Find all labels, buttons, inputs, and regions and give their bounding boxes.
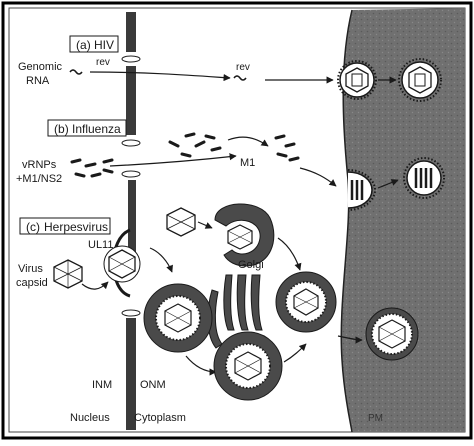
label-onm: ONM — [140, 379, 166, 391]
influenza-assembly-arrow — [227, 136, 269, 147]
panel-herpes-title: Herpesvirus — [44, 220, 108, 234]
hiv-export-arrow — [89, 71, 231, 82]
golgi-stack — [207, 274, 263, 349]
label-virus: Virus — [18, 263, 43, 275]
label-rev-left: rev — [96, 57, 110, 68]
herpes-vesicle-bottom — [213, 331, 283, 401]
golgi-wrapping-capsid — [214, 203, 275, 267]
panel-influenza-title: Influenza — [72, 122, 121, 136]
panel-herpes-letter: (c) — [26, 220, 40, 234]
hiv-budding-particle — [337, 60, 377, 100]
label-genomic: Genomic — [18, 61, 63, 73]
herpes-nuclear-capsid — [103, 245, 141, 283]
label-nucleus: Nucleus — [70, 412, 110, 424]
label-ul11: UL11 — [88, 239, 113, 251]
label-pm: PM — [368, 413, 383, 424]
rna-squiggle-right — [233, 75, 247, 81]
herpes-capsid-arrow — [81, 281, 109, 290]
herpes-nuclear-exit-arrow — [149, 247, 173, 273]
herpes-cytoplasmic-capsid — [166, 207, 196, 237]
panel-hiv-box — [69, 35, 119, 53]
panel-hiv-letter: (a) — [76, 38, 91, 52]
label-m1ns2: +M1/NS2 — [16, 173, 62, 185]
label-capsid: capsid — [16, 277, 48, 289]
label-rev-right: rev — [236, 62, 250, 73]
panel-influenza-box — [47, 119, 127, 137]
herpes-free-capsid — [53, 259, 83, 289]
panel-hiv-title: HIV — [94, 38, 114, 52]
label-inm: INM — [92, 379, 112, 391]
label-golgi: Golgi — [238, 259, 264, 271]
vesicle-middle-arrow — [337, 335, 363, 344]
herpes-vesicle-middle — [275, 271, 337, 333]
herpes-to-golgi-arrow — [197, 221, 213, 229]
label-rna: RNA — [26, 75, 50, 87]
vesicle-left-arrow — [185, 355, 217, 376]
label-cytoplasm: Cytoplasm — [134, 412, 186, 424]
influenza-released-virion — [403, 157, 445, 199]
rna-squiggle-left — [69, 69, 83, 75]
panel-herpes-box — [19, 217, 111, 235]
golgi-to-vesicle-arrow — [277, 237, 302, 271]
influenza-membrane-arrow — [299, 167, 337, 187]
hiv-released-virion — [398, 58, 442, 102]
influenza-release-arrow — [377, 179, 399, 189]
influenza-export-arrow — [109, 153, 237, 167]
label-m1: M1 — [240, 157, 255, 169]
panel-influenza-letter: (b) — [54, 122, 69, 136]
influenza-budding-particle — [347, 169, 377, 211]
label-vrnps: vRNPs — [22, 159, 57, 171]
herpes-released-virion — [365, 307, 419, 361]
herpes-vesicle-left — [143, 283, 213, 353]
vesicle-bottom-arrow — [283, 343, 307, 363]
vrnp-fragments-cytoplasm — [168, 132, 300, 162]
vrnp-fragments-left — [70, 158, 114, 178]
